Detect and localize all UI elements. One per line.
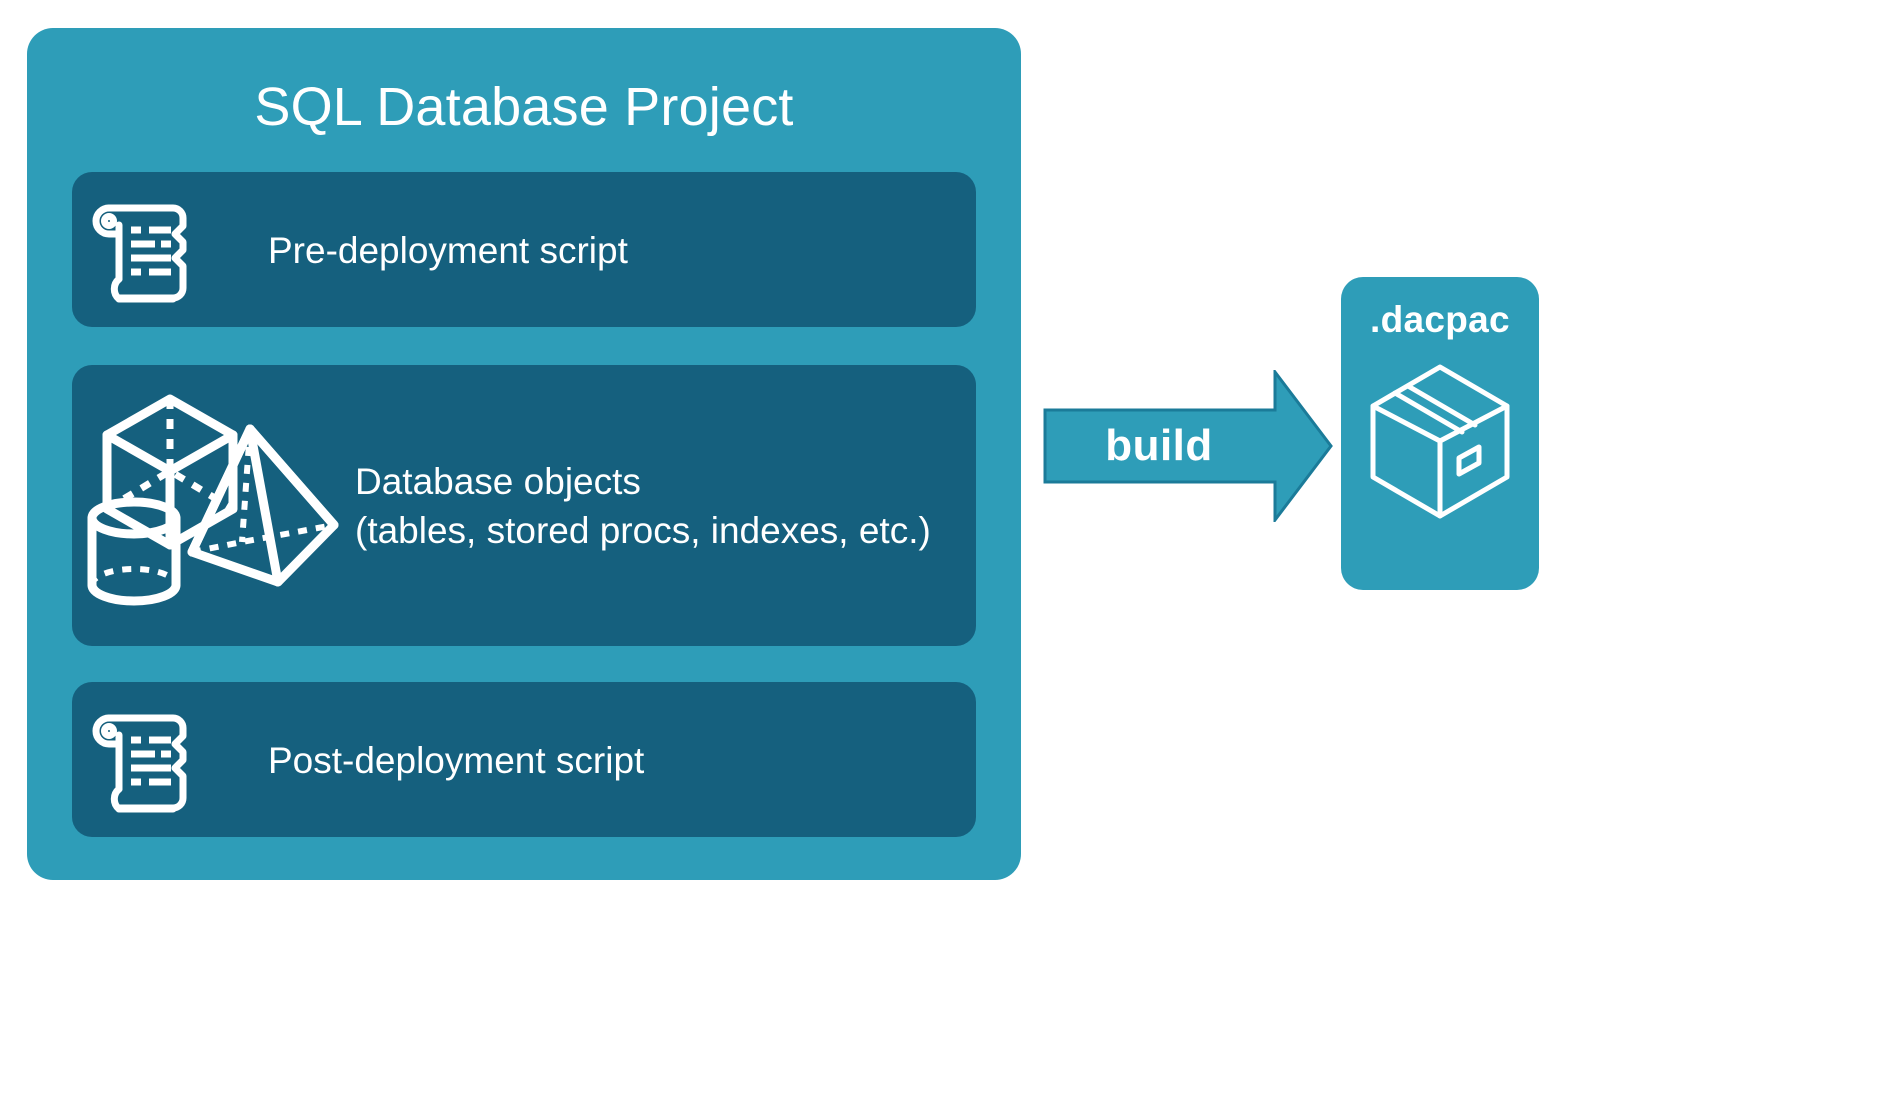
- database-objects-panel[interactable]: Database objects (tables, stored procs, …: [72, 365, 976, 646]
- package-box-icon: [1370, 364, 1510, 519]
- scroll-icon: [92, 714, 187, 813]
- 3d-shapes-icon: [87, 394, 339, 606]
- cube-hidden-edges: [105, 399, 235, 512]
- package-label-mark: [1456, 444, 1482, 477]
- post-deployment-label: Post-deployment script: [268, 740, 645, 781]
- post-deployment-panel[interactable]: Post-deployment script: [72, 682, 976, 837]
- dacpac-output-card: .dacpac: [1341, 277, 1539, 590]
- build-arrow-icon: [1043, 370, 1333, 522]
- sql-database-project-card: SQL Database Project: [27, 28, 1021, 880]
- pre-deployment-label: Pre-deployment script: [268, 230, 628, 271]
- pyramid-shape: [187, 424, 339, 587]
- pyramid-hidden-edges: [191, 428, 335, 555]
- cylinder-hidden-edge: [89, 566, 179, 586]
- project-title: SQL Database Project: [254, 77, 794, 137]
- dacpac-title: .dacpac: [1370, 299, 1510, 340]
- pre-deployment-panel[interactable]: Pre-deployment script: [72, 172, 976, 327]
- scroll-icon: [92, 204, 187, 303]
- database-objects-label: Database objects (tables, stored procs, …: [355, 461, 931, 551]
- cylinder-shape: [87, 497, 181, 606]
